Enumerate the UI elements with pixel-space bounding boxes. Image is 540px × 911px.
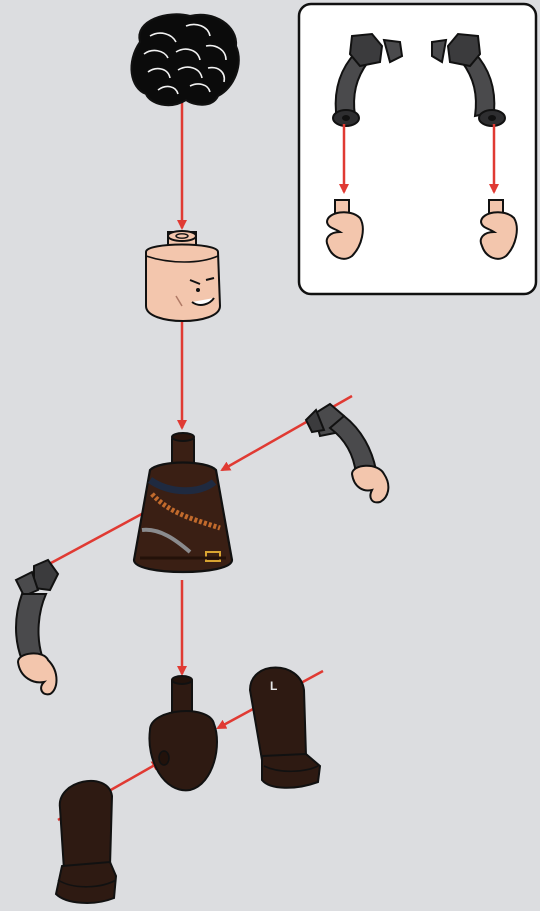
leg-marker-label: L [270, 679, 277, 693]
hand-attachment-inset [299, 4, 536, 294]
left-arm [16, 560, 58, 694]
left-leg [56, 781, 116, 903]
minifig-torso [134, 433, 232, 572]
right-arm [306, 404, 388, 502]
hair-piece [131, 14, 238, 105]
minifig-hips [149, 676, 217, 790]
minifig-head [146, 231, 220, 321]
right-leg: L [250, 668, 320, 788]
